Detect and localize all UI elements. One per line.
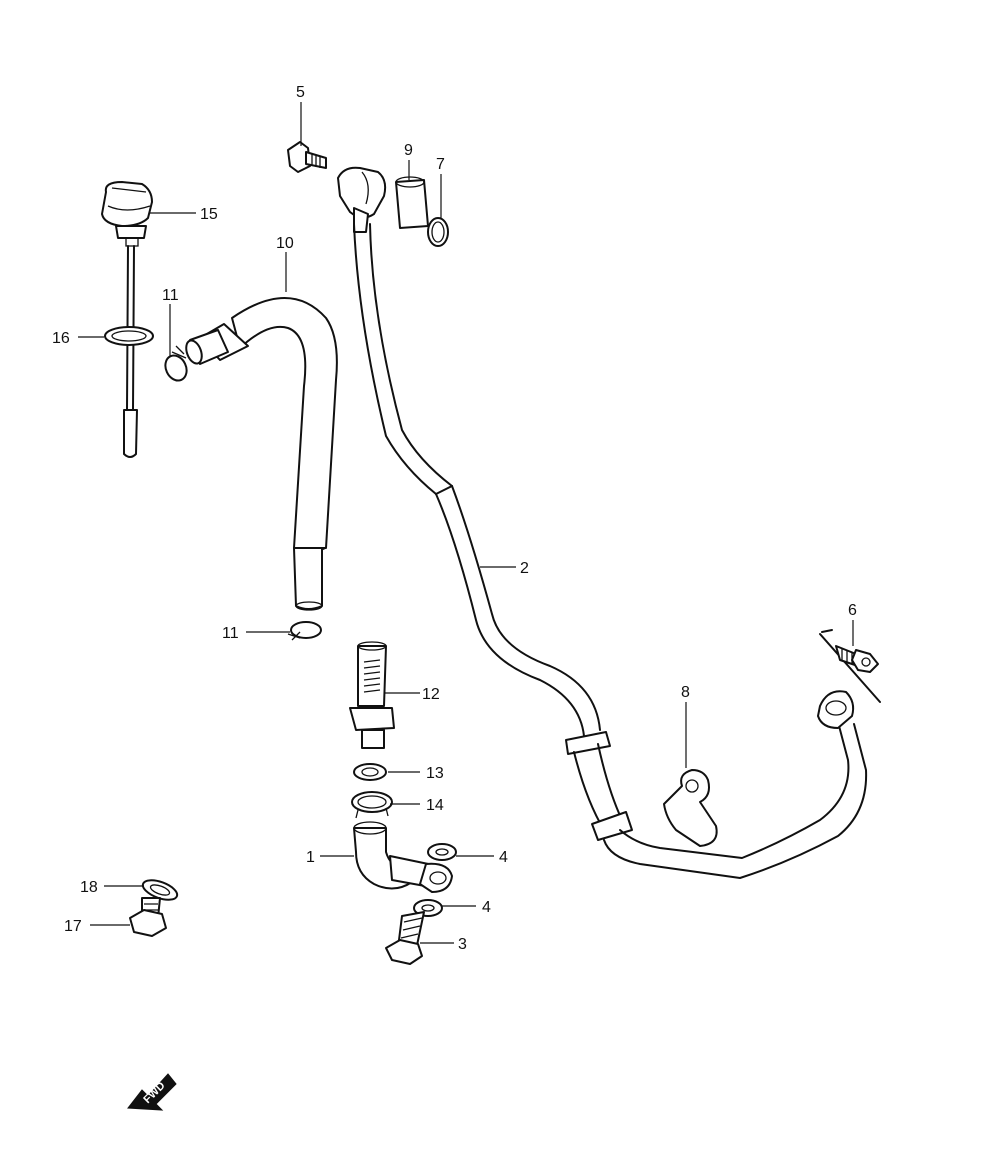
dipstick [101,181,154,458]
leader-lines [78,102,854,944]
callout-1: 1 [306,849,315,866]
callout-17: 17 [64,918,82,935]
union-bolt-3 [385,911,425,965]
drain-bolt [129,897,167,937]
callout-14: 14 [426,797,444,814]
callout-11-lower: 11 [222,625,239,642]
callout-9: 9 [404,142,413,159]
callout-18: 18 [80,879,98,896]
callout-5: 5 [296,84,305,101]
union-pipe [349,641,395,749]
callout-16: 16 [52,330,70,347]
callout-8: 8 [681,684,690,701]
o-ring [427,217,449,247]
callout-6: 6 [848,602,857,619]
union-fitting [353,821,453,893]
collar [395,176,429,229]
callout-10: 10 [276,235,294,252]
breather-hose [185,297,338,611]
bolt-right [819,629,881,703]
callout-4-upper: 4 [499,849,508,866]
callout-2: 2 [520,560,529,577]
callout-11-upper: 11 [162,287,179,304]
callout-13: 13 [426,765,444,782]
gasket-13 [353,763,387,781]
gasket-4-upper [427,843,457,861]
oil-hose-main [337,166,868,879]
hose-clip-upper [164,345,188,382]
union-bolt-top [287,141,327,173]
callout-4-lower: 4 [482,899,491,916]
callout-15: 15 [200,206,218,223]
callout-12: 12 [422,686,440,703]
pipe-clamp [663,769,718,847]
hose-clip-lower [287,621,322,641]
fwd-arrow [127,1073,177,1111]
hose-clamp-14 [351,791,393,819]
callout-labels: 5 9 7 15 10 11 16 2 6 11 8 12 13 14 1 4 … [52,84,857,1106]
callout-7: 7 [436,156,445,173]
callout-3: 3 [458,936,467,953]
